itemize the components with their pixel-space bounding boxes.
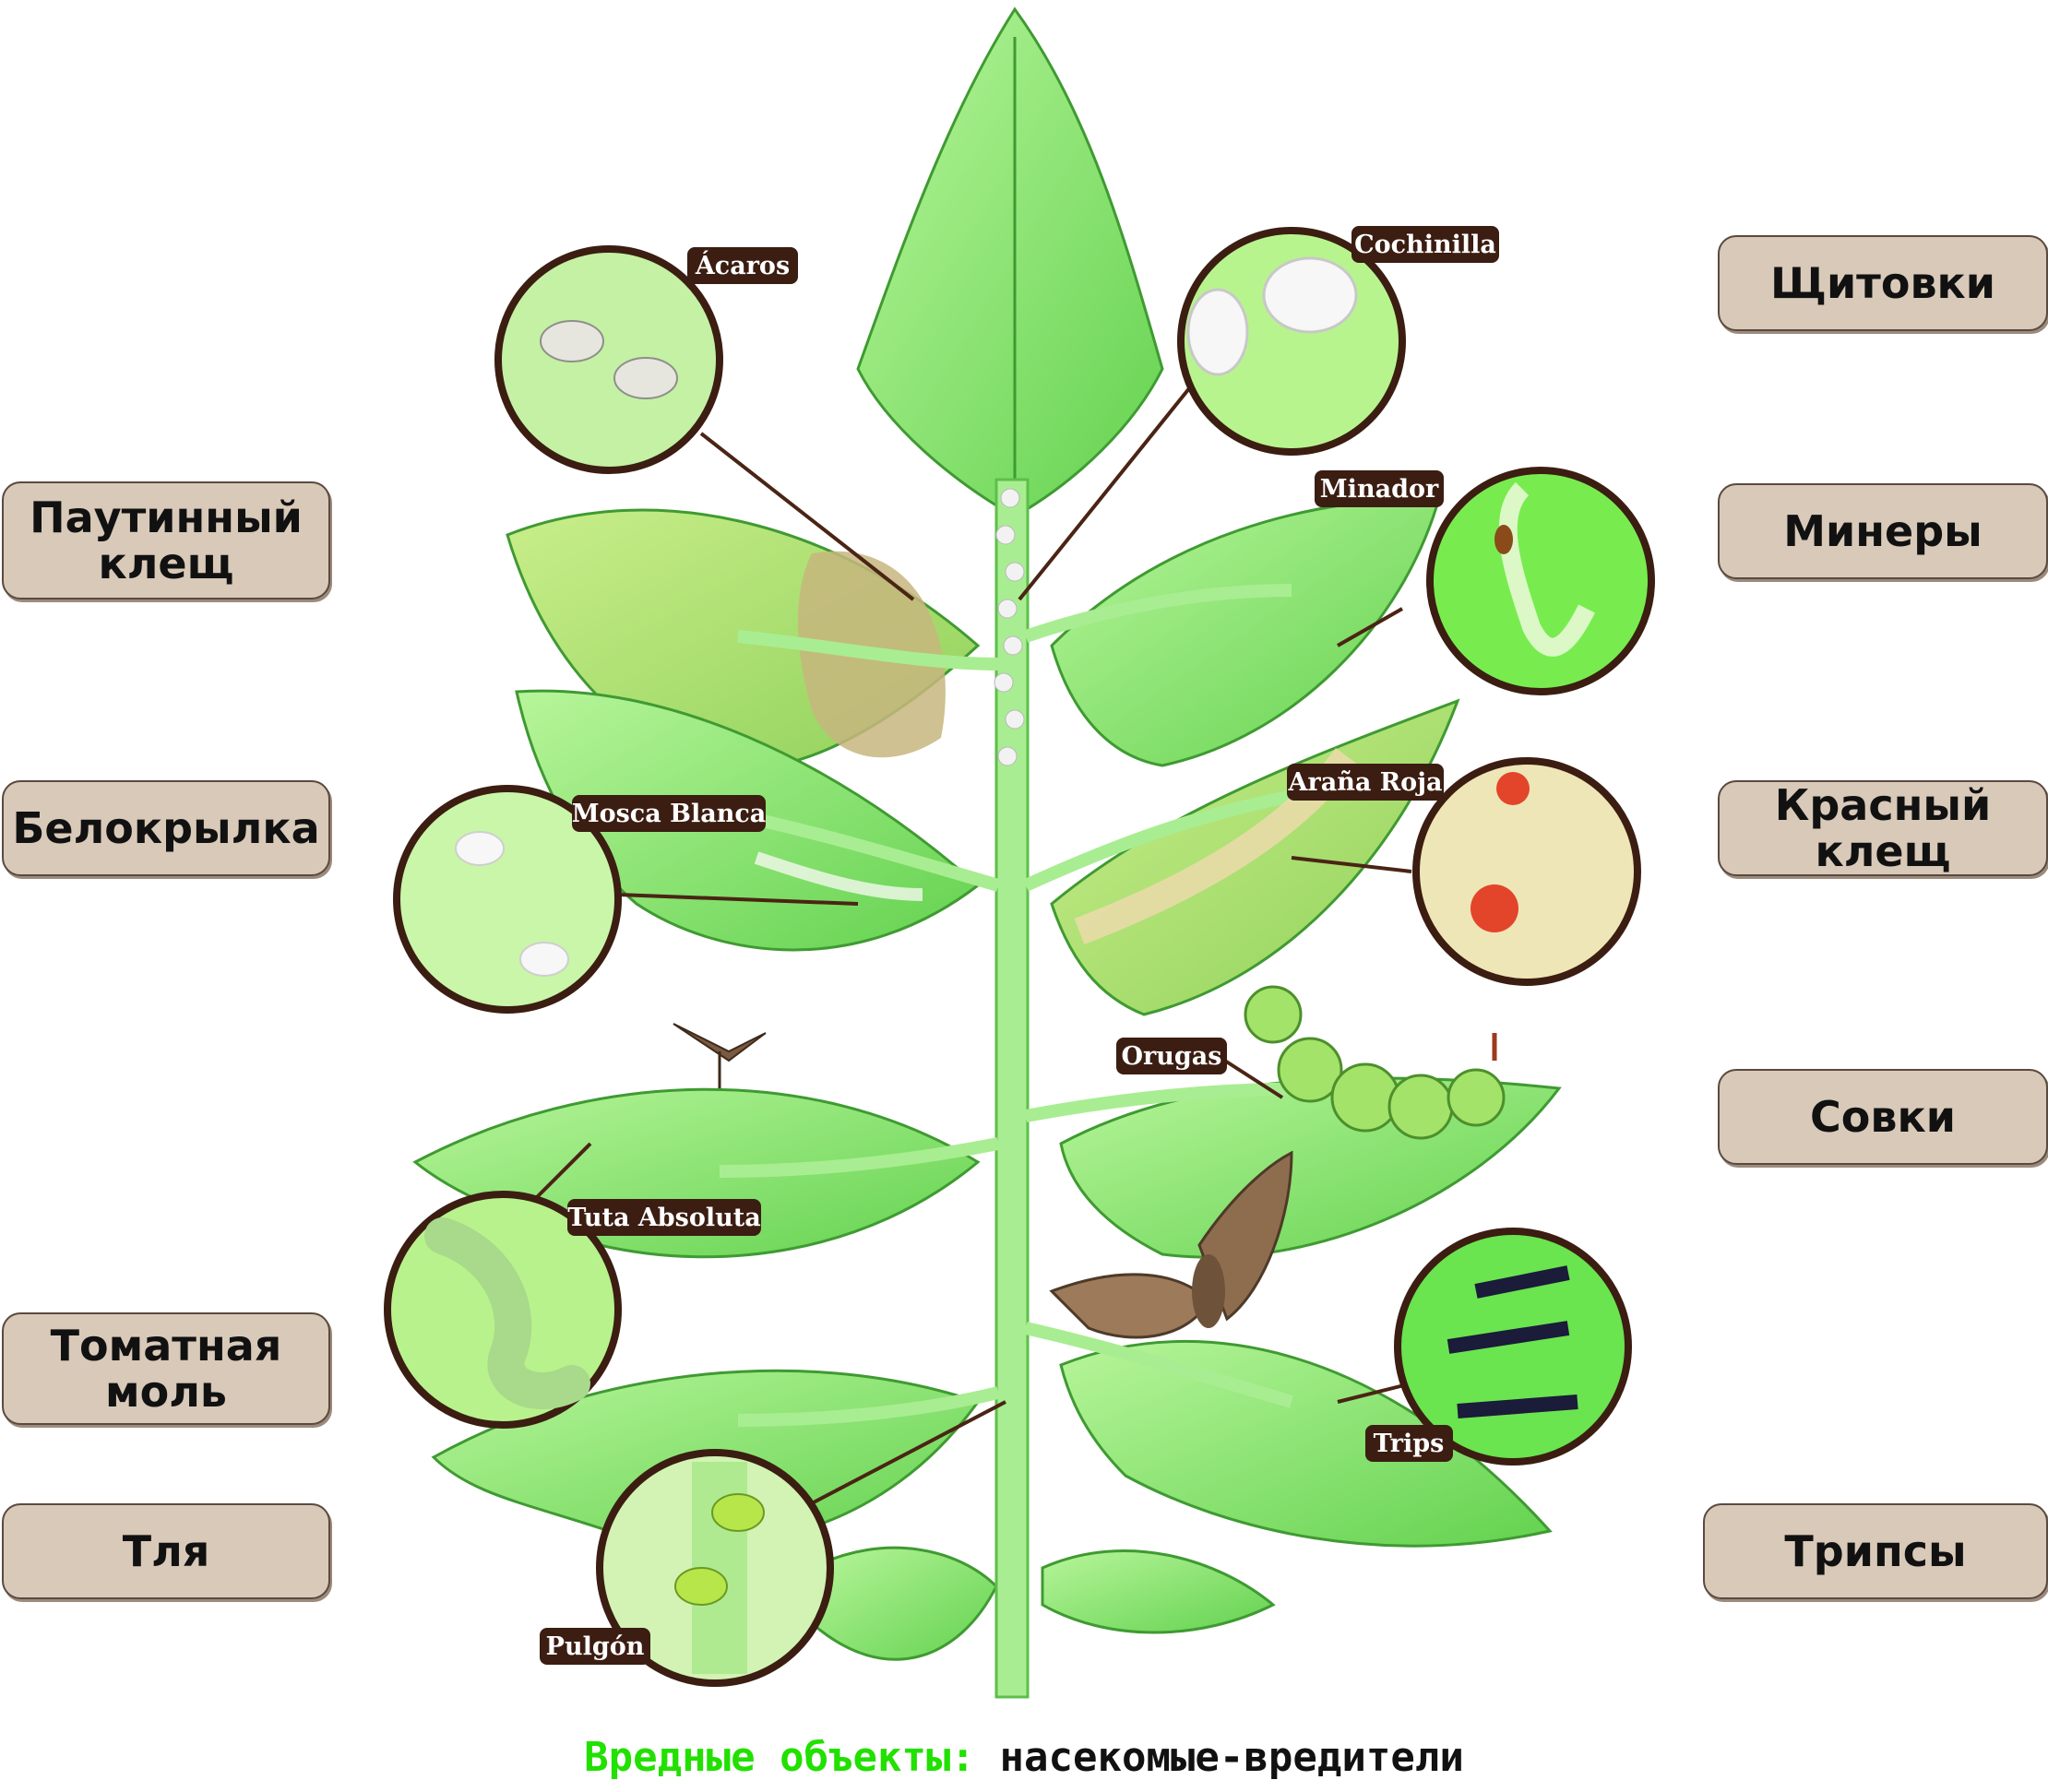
tag-trips-text: Trips (1374, 1430, 1445, 1458)
circle-pulgon (596, 1449, 834, 1687)
tag-arana-roja: Araña Roja (1287, 764, 1444, 801)
label-box-belokrylka: Белокрылка (2, 780, 330, 876)
branch-right-2 (1023, 787, 1312, 892)
tag-mosca-blanca-text: Mosca Blanca (572, 800, 767, 828)
tag-orugas-text: Orugas (1122, 1042, 1222, 1071)
tag-mosca-blanca: Mosca Blanca (572, 795, 767, 832)
caption-black: насекомые-вредители (999, 1734, 1464, 1781)
tag-trips: Trips (1365, 1425, 1453, 1462)
label-tomatnaya-line2: моль (105, 1367, 227, 1417)
label-tomatnaya-line1: Томатная (50, 1321, 282, 1371)
branch-left-4 (737, 1386, 1000, 1427)
moth-icon (1049, 1150, 1293, 1339)
pointer-trips (1337, 1382, 1412, 1404)
tag-pulgon-text: Pulgón (546, 1632, 645, 1661)
label-box-tomatnaya-mol: Томатная моль (2, 1312, 330, 1425)
circle-mosca-blanca (393, 785, 622, 1014)
label-sovki: Совки (1810, 1092, 1956, 1142)
circle-cochinilla (1177, 227, 1406, 456)
label-krasny-line2: клещ (1815, 826, 1951, 876)
leaf-right-4 (1059, 1339, 1553, 1548)
pointer-arana-roja (1291, 856, 1412, 873)
tag-acaros: Ácaros (687, 247, 798, 284)
label-minery: Минеры (1783, 506, 1983, 556)
small-moth-icon (673, 1023, 767, 1088)
label-box-sovki: Совки (1718, 1069, 2048, 1165)
caption-green: Вредные объекты: (584, 1734, 975, 1781)
label-box-tlya: Тля (2, 1503, 330, 1599)
tag-tuta-absoluta-text: Tuta Absoluta (567, 1204, 761, 1232)
leaf-left-5 (810, 1546, 998, 1661)
branch-left-1 (737, 630, 999, 671)
leaf-right-5 (1041, 1549, 1276, 1634)
circle-minador (1426, 467, 1655, 695)
branch-left-3 (719, 1137, 1000, 1178)
tag-orugas: Orugas (1116, 1038, 1227, 1074)
label-shchitovki: Щитовки (1769, 258, 1996, 308)
tag-minador-text: Minador (1320, 475, 1439, 504)
caption: Вредные объекты: насекомые-вредители (0, 1734, 2048, 1781)
top-leaf (856, 6, 1164, 518)
label-tripsy: Трипсы (1784, 1526, 1967, 1576)
mosca-blanca-eggs (754, 851, 923, 901)
label-box-krasny-kleshch: Красный клещ (1718, 780, 2048, 876)
cochinilla-on-stem (994, 488, 1025, 766)
tag-minador: Minador (1315, 470, 1444, 507)
pointer-tuta-absoluta (533, 1142, 592, 1201)
label-box-minery: Минеры (1718, 483, 2048, 579)
tag-cochinilla-text: Cochinilla (1354, 231, 1496, 259)
pointer-minador (1337, 607, 1403, 647)
tag-acaros-text: Ácaros (695, 250, 790, 280)
label-pautinny-line1: Паутинный (30, 493, 303, 542)
main-stem (994, 478, 1030, 1699)
pointer-pulgon (811, 1400, 1006, 1505)
tag-pulgon: Pulgón (540, 1628, 650, 1665)
caterpillar-icon (1244, 985, 1506, 1140)
leaf-right-1 (1050, 496, 1441, 767)
tag-tuta-absoluta: Tuta Absoluta (567, 1199, 761, 1236)
tag-arana-roja-text: Araña Roja (1288, 768, 1443, 797)
branch-right-4 (1024, 1322, 1294, 1408)
label-tlya: Тля (122, 1526, 210, 1576)
label-krasny-line1: Красный (1774, 780, 1992, 830)
label-pautinny-line2: клещ (98, 539, 234, 588)
branch-right-1 (1023, 584, 1292, 643)
label-belokrylka: Белокрылка (12, 803, 320, 853)
tag-cochinilla: Cochinilla (1351, 226, 1499, 263)
pointer-acaros (699, 432, 915, 601)
label-box-shchitovki: Щитовки (1718, 235, 2048, 331)
circle-tuta-absoluta (384, 1191, 622, 1429)
circle-trips (1394, 1228, 1632, 1466)
label-box-pautinny-kleshch: Паутинный клещ (2, 481, 330, 599)
pointer-mosca-blanca (617, 893, 859, 906)
pointer-orugas (1216, 1054, 1284, 1099)
label-box-tripsy: Трипсы (1703, 1503, 2048, 1599)
circle-arana-roja (1412, 757, 1641, 986)
pointer-cochinilla (1018, 386, 1192, 601)
circle-acaros (494, 245, 723, 474)
